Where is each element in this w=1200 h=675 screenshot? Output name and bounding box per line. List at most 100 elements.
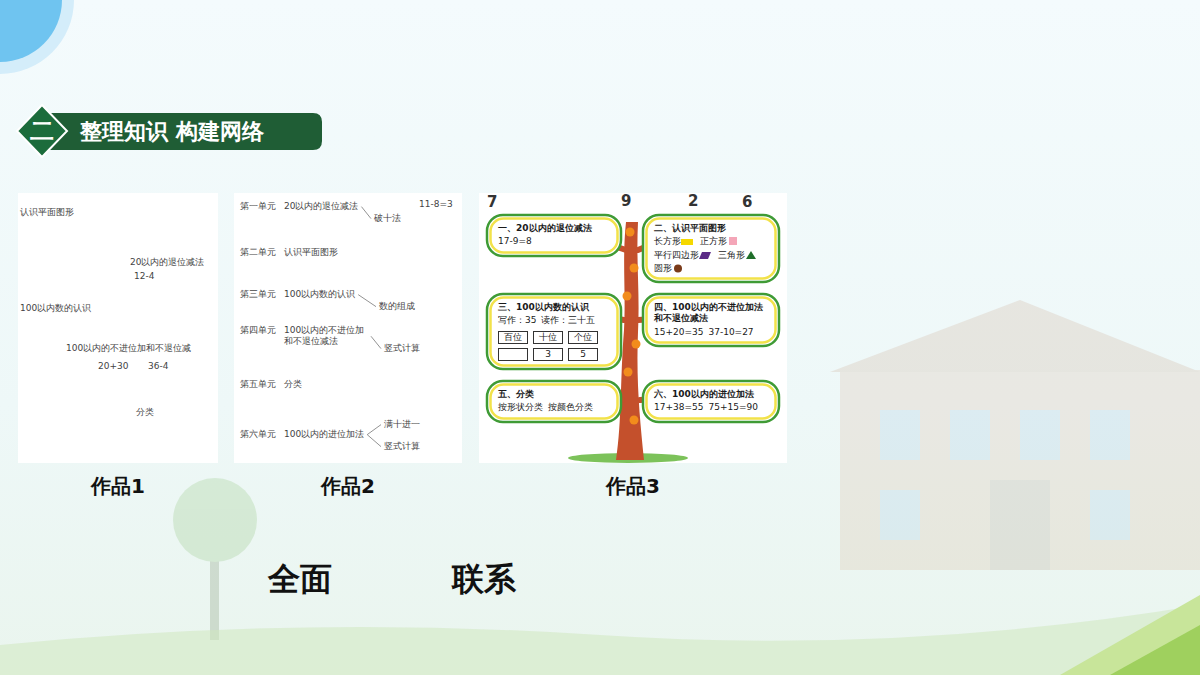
knowledge-cloud: 四、100以内的不进位加法和不退位减法 15+20=35 37-10=27 bbox=[641, 292, 781, 348]
handwritten-note: 12-4 bbox=[134, 271, 154, 282]
student-work-panel: 作品1认识平面图形20以内的退位减法12-4100以内数的认识100以内的不进位… bbox=[18, 193, 218, 463]
cloud-text: 5 bbox=[568, 348, 598, 361]
cloud-content: 三、100以内数的认识写作：35 读作：三十五百位十位个位 35 bbox=[485, 292, 623, 371]
handwritten-note: 第三单元 bbox=[240, 289, 276, 300]
knowledge-cloud: 二、认识平面图形长方形正方形平行四边形三角形圆形 bbox=[641, 213, 781, 284]
decor-number: 9 bbox=[621, 192, 631, 210]
leader-line bbox=[367, 425, 381, 435]
keyword: 联系 bbox=[452, 558, 516, 602]
shape-icon bbox=[745, 251, 757, 260]
faint-tree bbox=[173, 478, 257, 640]
handwritten-note: 100以内数的认识 bbox=[20, 303, 91, 314]
handwritten-note: 20+30 bbox=[98, 361, 128, 372]
cloud-content: 二、认识平面图形长方形正方形平行四边形三角形圆形 bbox=[641, 213, 781, 284]
knowledge-cloud: 五、分类按形状分类按颜色分类 bbox=[485, 379, 623, 424]
shape-icon bbox=[699, 251, 711, 260]
cloud-text: 十位 bbox=[533, 331, 563, 344]
handwritten-note: 数的组成 bbox=[379, 301, 415, 312]
handwritten-note: 20以内的退位减法 bbox=[284, 201, 358, 212]
decor-number: 7 bbox=[487, 193, 497, 211]
knowledge-cloud: 六、100以内的进位加法 17+38=55 75+15=90 bbox=[641, 379, 781, 424]
cloud-text: 17-9=8 bbox=[498, 236, 532, 247]
cloud-text: 3 bbox=[533, 348, 563, 361]
faint-building bbox=[830, 300, 1200, 570]
cloud-content: 四、100以内的不进位加法和不退位减法 15+20=35 37-10=27 bbox=[641, 292, 781, 348]
cloud-text: 75+15=90 bbox=[708, 402, 757, 413]
handwritten-note: 认识平面图形 bbox=[20, 207, 74, 218]
handwritten-note: 认识平面图形 bbox=[284, 247, 338, 258]
section-title-bar: 整理知识 构建网络 bbox=[44, 113, 322, 150]
ground-hill bbox=[0, 605, 1200, 675]
cloud-text: 三角形 bbox=[718, 250, 759, 261]
knowledge-cloud: 三、100以内数的认识写作：35 读作：三十五百位十位个位 35 bbox=[485, 292, 623, 371]
handwritten-note: 第六单元 bbox=[240, 429, 276, 440]
cloud-heading: 一、20以内的退位减法 bbox=[498, 223, 610, 234]
handwritten-note: 第四单元 bbox=[240, 325, 276, 336]
cloud-content: 一、20以内的退位减法 17-9=8 bbox=[485, 213, 623, 258]
handwritten-note: 11-8=3 bbox=[419, 199, 453, 210]
shape-icon bbox=[727, 237, 739, 246]
cloud-text: 写作：35 bbox=[498, 315, 536, 326]
cloud-heading: 二、认识平面图形 bbox=[654, 223, 768, 234]
handwritten-note: 竖式计算 bbox=[384, 441, 420, 452]
handwritten-note: 破十法 bbox=[374, 213, 401, 224]
decor-number: 6 bbox=[742, 193, 752, 211]
section-title: 整理知识 构建网络 bbox=[44, 113, 264, 150]
cloud-content: 六、100以内的进位加法 17+38=55 75+15=90 bbox=[641, 379, 781, 424]
handwritten-note: 100以内的不进位加和不退位减 bbox=[66, 343, 191, 354]
cloud-text: 平行四边形 bbox=[654, 250, 713, 261]
cloud-text: 按颜色分类 bbox=[548, 402, 593, 413]
cloud-content: 五、分类按形状分类按颜色分类 bbox=[485, 379, 623, 424]
leader-line bbox=[367, 435, 381, 447]
cloud-text: 17+38=55 bbox=[654, 402, 703, 413]
knowledge-cloud: 一、20以内的退位减法 17-9=8 bbox=[485, 213, 623, 258]
shape-icon bbox=[672, 264, 684, 273]
cloud-text: 正方形 bbox=[700, 236, 741, 247]
shape-icon bbox=[681, 237, 693, 246]
corner-circle bbox=[0, 0, 62, 62]
section-number-diamond: 二 bbox=[16, 104, 68, 158]
handwritten-note: 100以内的不进位加和不退位减法 bbox=[284, 325, 368, 348]
cloud-heading: 三、100以内数的认识 bbox=[498, 302, 610, 313]
cloud-shape bbox=[641, 379, 781, 424]
cloud-text: 按形状分类 bbox=[498, 402, 543, 413]
handwritten-note: 第一单元 bbox=[240, 201, 276, 212]
corner-grass bbox=[1060, 595, 1200, 675]
handwritten-note: 分类 bbox=[136, 407, 154, 418]
cloud-shape bbox=[485, 379, 623, 424]
cloud-text: 长方形 bbox=[654, 236, 695, 247]
leader-line bbox=[358, 295, 376, 307]
handwritten-note: 100以内数的认识 bbox=[284, 289, 355, 300]
handwritten-note: 竖式计算 bbox=[384, 343, 420, 354]
cloud-shape bbox=[485, 213, 623, 258]
cloud-heading: 五、分类 bbox=[498, 389, 610, 400]
leader-line bbox=[361, 207, 371, 219]
corner-ring bbox=[0, 0, 74, 74]
section-number: 二 bbox=[16, 104, 68, 158]
work-caption: 作品2 bbox=[234, 473, 462, 500]
cloud-text: 读作：三十五 bbox=[541, 315, 595, 326]
handwritten-note: 满十进一 bbox=[384, 419, 420, 430]
work-caption: 作品3 bbox=[479, 473, 787, 500]
handwritten-note: 20以内的退位减法 bbox=[130, 257, 204, 268]
decor-number: 2 bbox=[688, 192, 698, 210]
cloud-text: 百位 bbox=[498, 331, 528, 344]
cloud-heading: 六、100以内的进位加法 bbox=[654, 389, 768, 400]
student-work-panel: 作品2第一单元20以内的退位减法破十法11-8=3第二单元认识平面图形第三单元1… bbox=[234, 193, 462, 463]
handwritten-note: 第二单元 bbox=[240, 247, 276, 258]
cloud-text: 个位 bbox=[568, 331, 598, 344]
handwritten-note: 100以内的进位加法 bbox=[284, 429, 364, 440]
handwritten-note: 36-4 bbox=[148, 361, 168, 372]
tree-illustration bbox=[479, 193, 787, 463]
student-work-panel: 一、20以内的退位减法17-9=8二、认识平面图形长方形正方形平行四边形三角形圆… bbox=[479, 193, 787, 463]
cloud-text: 15+20=35 bbox=[654, 327, 703, 338]
cloud-text: 37-10=27 bbox=[708, 327, 753, 338]
handwritten-note: 分类 bbox=[284, 379, 302, 390]
work-caption: 作品1 bbox=[18, 473, 218, 500]
corner-grass bbox=[1110, 625, 1200, 675]
place-value-cell bbox=[498, 348, 528, 361]
leader-line bbox=[371, 336, 381, 348]
handwritten-note: 第五单元 bbox=[240, 379, 276, 390]
cloud-heading: 四、100以内的不进位加法和不退位减法 bbox=[654, 302, 768, 325]
